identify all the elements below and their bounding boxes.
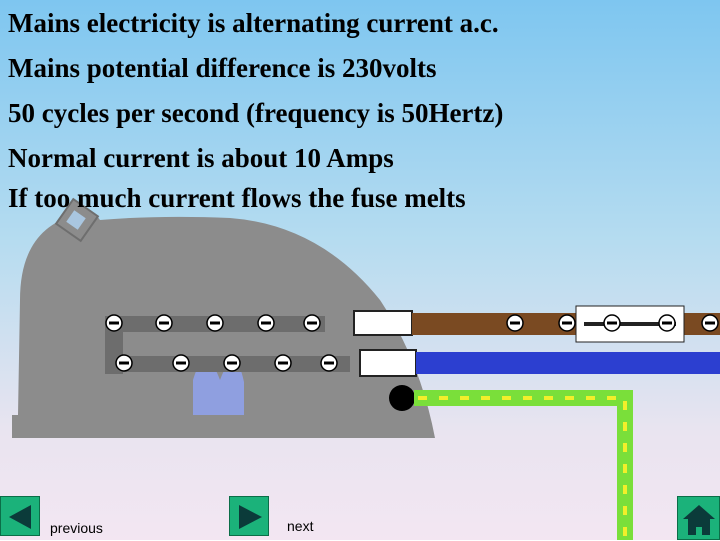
minus-sign <box>176 361 186 365</box>
previous-button[interactable] <box>0 496 40 536</box>
minus-sign <box>562 321 572 325</box>
electrons <box>105 314 719 372</box>
minus-sign <box>227 361 237 365</box>
slide-line-4: Normal current is about 10 Amps <box>8 143 394 173</box>
live-pin <box>353 310 413 336</box>
earth-pin-icon <box>389 385 415 411</box>
minus-sign <box>510 321 520 325</box>
minus-sign <box>662 321 672 325</box>
minus-sign <box>159 321 169 325</box>
home-button[interactable] <box>677 496 720 540</box>
left-arrow-icon <box>9 505 31 529</box>
minus-sign <box>210 321 220 325</box>
earth-wire <box>414 390 633 540</box>
slide-line-2: Mains potential difference is 230volts <box>8 53 437 83</box>
neutral-pin <box>359 349 417 377</box>
next-label[interactable]: next <box>287 518 314 534</box>
home-icon <box>683 505 715 535</box>
minus-sign <box>705 321 715 325</box>
minus-sign <box>278 361 288 365</box>
next-button[interactable] <box>229 496 269 536</box>
minus-sign <box>307 321 317 325</box>
minus-sign <box>119 361 129 365</box>
heating-element-glow <box>193 360 244 415</box>
minus-sign <box>109 321 119 325</box>
slide-line-1: Mains electricity is alternating current… <box>8 8 499 38</box>
slide-line-5: If too much current flows the fuse melts <box>8 183 466 213</box>
previous-label[interactable]: previous <box>50 520 103 536</box>
minus-sign <box>261 321 271 325</box>
right-arrow-icon <box>239 505 262 529</box>
neutral-wire <box>416 352 720 374</box>
fuse-wire <box>584 322 676 326</box>
minus-sign <box>324 361 334 365</box>
slide-line-3: 50 cycles per second (frequency is 50Her… <box>8 98 504 128</box>
minus-sign <box>607 321 617 325</box>
